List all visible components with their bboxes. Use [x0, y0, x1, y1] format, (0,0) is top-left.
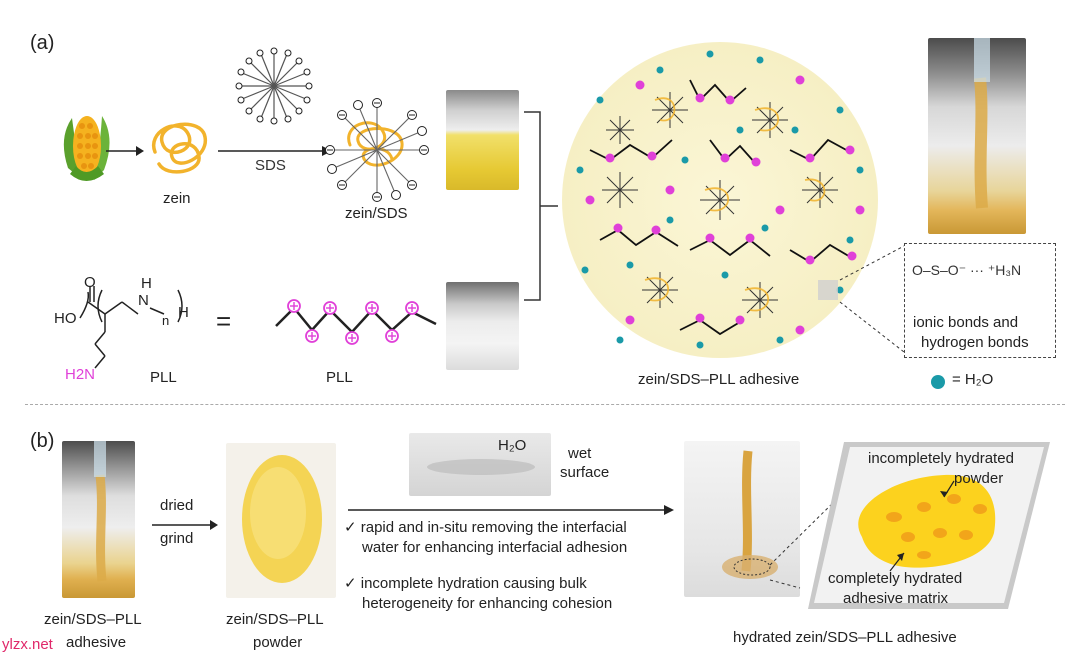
pll-chain-icon	[275, 299, 437, 345]
water-dot-icon	[931, 375, 945, 389]
panel-b-label: (b)	[30, 430, 55, 452]
zein-sds-vial-photo	[446, 90, 519, 190]
pll-structure	[79, 286, 183, 369]
hydration-model-plate	[808, 442, 1050, 609]
vial-caption-2: adhesive	[66, 634, 127, 651]
pll-nh2: H2N	[65, 366, 96, 383]
pll-ho: HO	[54, 310, 77, 327]
bond-label-line2: hydrogen bonds	[921, 334, 1029, 351]
combine-bracket	[524, 111, 558, 301]
water-droplet	[427, 459, 535, 475]
h2o-label: H₂O	[498, 437, 527, 454]
pll-chain-label: PLL	[326, 369, 353, 386]
incomplete-label-1: incompletely hydrated	[868, 450, 1014, 467]
bond-label-line1: ionic bonds and	[913, 314, 1019, 331]
zein-label: zein	[163, 190, 191, 207]
bullet-2-line1: ✓ incomplete hydration causing bulk	[344, 575, 587, 592]
zein-tangle-icon	[151, 122, 207, 174]
complete-label-2: adhesive matrix	[843, 590, 949, 607]
bond-formula: O–S–O⁻ ··· ⁺H₃N	[912, 262, 1022, 278]
pll-vial-photo	[446, 282, 519, 370]
vial-caption-1: zein/SDS–PLL	[44, 611, 142, 628]
wet-surface-line2: surface	[560, 464, 610, 481]
sds-label: SDS	[255, 157, 286, 174]
bullet-2-line2: heterogeneity for enhancing cohesion	[362, 595, 613, 612]
bullet-1-line1: ✓ rapid and in-situ removing the interfa…	[344, 519, 627, 536]
grind-label: grind	[160, 530, 194, 547]
pll-h-top: H	[141, 275, 152, 292]
pll-h-right: H	[178, 304, 189, 321]
hydrated-strand	[722, 450, 778, 579]
network-label: zein/SDS–PLL adhesive	[638, 371, 800, 388]
bullet-1-line2: water for enhancing interfacial adhesion	[362, 539, 628, 556]
panel-divider	[25, 404, 1065, 405]
arrow-corn-to-zein	[106, 146, 144, 156]
zein-sds-complex-icon	[325, 98, 429, 202]
sds-micelle-icon	[235, 47, 313, 125]
watermark: ylzx.net	[2, 636, 53, 653]
hydrated-caption: hydrated zein/SDS–PLL adhesive	[733, 629, 957, 646]
corn-icon	[63, 116, 110, 181]
powder-caption-2: powder	[253, 634, 303, 651]
pll-structure-label: PLL	[150, 369, 177, 386]
adhesive-strand-b	[94, 441, 107, 582]
zoom-guide-lines	[839, 245, 905, 353]
adhesive-network-illustration	[562, 42, 878, 358]
powder-pile	[242, 455, 322, 583]
pll-n-sub: n	[162, 313, 170, 328]
water-legend: = H₂O	[952, 371, 994, 388]
pll-o: O	[84, 274, 96, 291]
bond-detail-box	[904, 243, 1056, 358]
complete-label-1: completely hydrated	[828, 570, 963, 587]
adhesive-strand	[974, 38, 990, 209]
zein-sds-label: zein/SDS	[345, 205, 408, 222]
dried-label: dried	[160, 497, 194, 514]
pll-n-atom: N	[138, 292, 149, 309]
arrow-dried-grind	[152, 520, 218, 530]
panel-a-label: (a)	[30, 32, 55, 54]
incomplete-label-2: powder	[954, 470, 1004, 487]
arrow-to-hydrated	[348, 505, 674, 515]
wet-surface-line1: wet	[568, 445, 592, 462]
equals-sign: =	[216, 306, 232, 336]
powder-caption-1: zein/SDS–PLL	[226, 611, 324, 628]
